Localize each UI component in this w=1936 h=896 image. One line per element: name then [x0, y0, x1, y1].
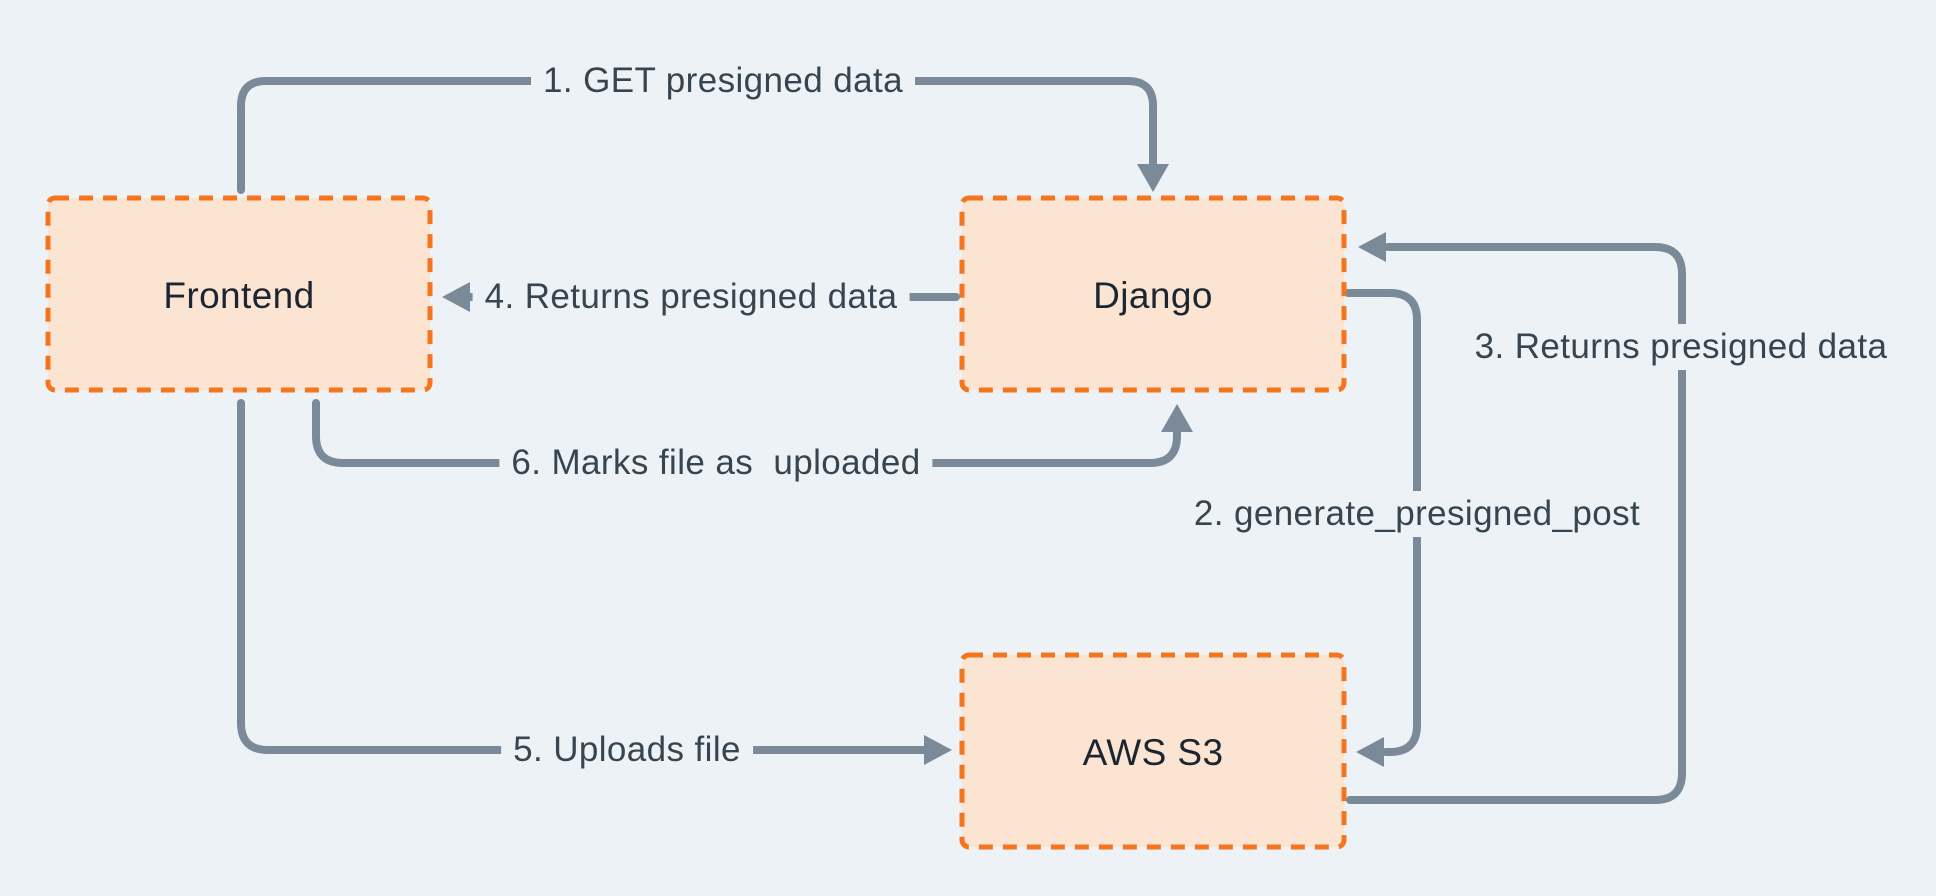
arrow-lines — [237, 77, 1686, 804]
arrow-uploads-file — [237, 399, 928, 754]
django-node-label: Django — [1093, 275, 1213, 316]
arrowhead-left-into-frontend-right — [442, 282, 470, 312]
edge-label-marks-file-uploaded: 6. Marks file as uploaded — [499, 440, 933, 486]
arrowhead-down-into-django-top — [1137, 164, 1169, 192]
arrowhead-up-into-django-bottom — [1161, 404, 1193, 432]
aws-s3-node-label: AWS S3 — [1082, 732, 1224, 773]
arrow-returns-presigned-data-s3 — [1346, 243, 1686, 804]
arrowhead-left-into-s3-right — [1356, 737, 1384, 767]
edge-label-generate-presigned-post: 2. generate_presigned_post — [1181, 491, 1653, 537]
arrowhead-left-into-django-right — [1358, 232, 1386, 262]
edge-label-returns-presigned-data-s3: 3. Returns presigned data — [1462, 324, 1900, 370]
frontend-node-label: Frontend — [163, 275, 315, 316]
arrowhead-right-into-s3-left — [924, 735, 952, 765]
django-box — [959, 195, 1347, 393]
arrow-heads — [442, 164, 1386, 767]
aws-s3-box — [959, 652, 1347, 850]
edge-label-uploads-file: 5. Uploads file — [501, 727, 753, 773]
node-boxes — [45, 195, 1347, 850]
frontend-box — [45, 195, 433, 393]
edge-label-get-presigned-data: 1. GET presigned data — [531, 58, 915, 104]
edge-label-returns-presigned-data-django: 4. Returns presigned data — [472, 274, 910, 320]
